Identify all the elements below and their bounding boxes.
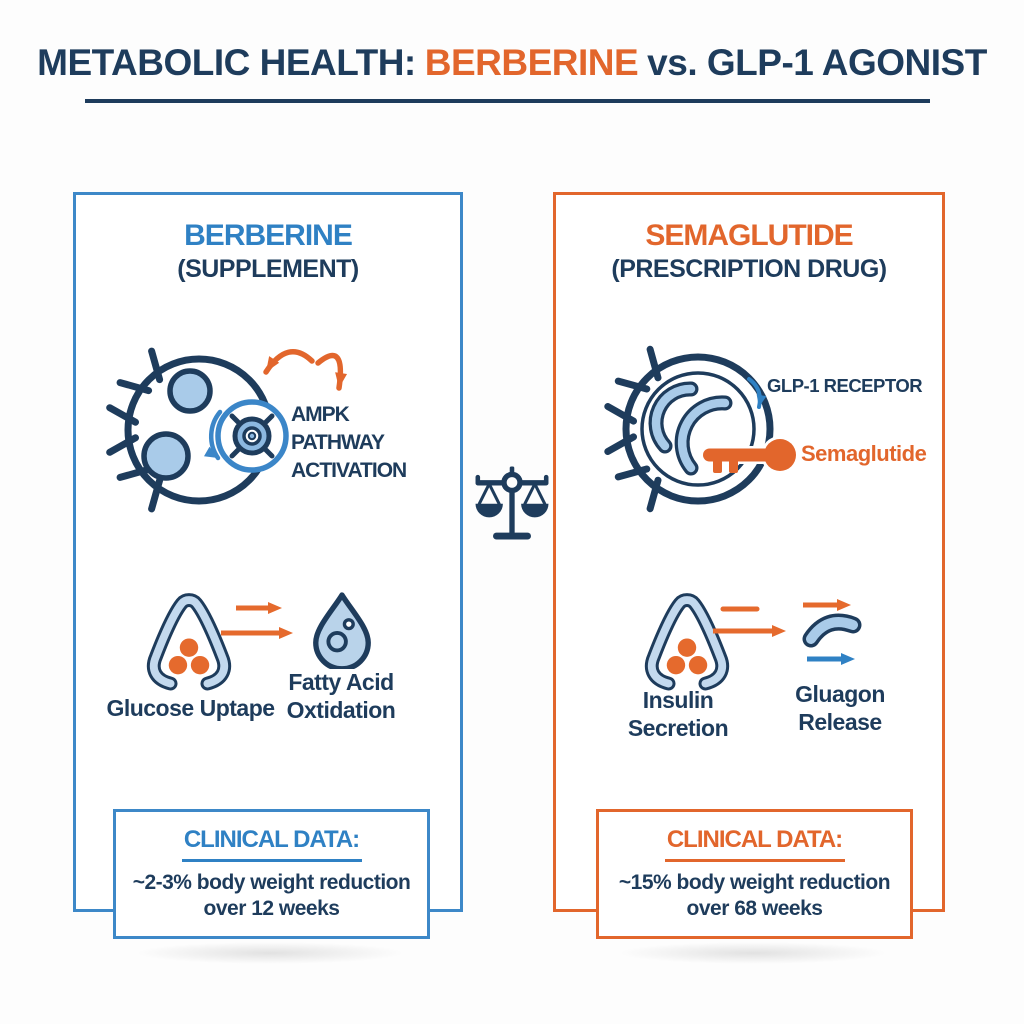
fatty-acid-droplet-icon — [313, 592, 371, 669]
glucose-uptake-label: Glucose Uptape — [106, 695, 275, 721]
berberine-clinical-heading: CLINICAL DATA: — [183, 826, 360, 853]
glp1-receptor-cell-icon — [604, 345, 799, 513]
glucose-uptake-icon — [146, 593, 232, 691]
balance-scale-icon — [475, 466, 549, 540]
semaglutide-panel: SEMAGLUTIDE (PRESCRIPTION DRUG) — [553, 192, 945, 939]
berberine-clinical-line1: ~2-3% body weight reduction — [132, 871, 411, 894]
semaglutide-key-icon — [700, 436, 799, 474]
arrow-right-icon — [713, 606, 786, 637]
berberine-panel: BERBERINE (SUPPLEMENT) — [73, 192, 463, 939]
title-underline — [85, 99, 930, 103]
insulin-secretion-label: Insulin Secretion — [627, 687, 729, 741]
berberine-panel-title: BERBERINE — [184, 219, 353, 252]
title-highlight: BERBERINE — [424, 42, 639, 83]
semaglutide-clinical-box: CLINICAL DATA: ~15% body weight reductio… — [596, 809, 913, 939]
left-box-shadow — [135, 942, 405, 964]
cell-ampk-activation-icon — [106, 347, 348, 513]
semaglutide-clinical-heading: CLINICAL DATA: — [666, 826, 843, 853]
ampk-pathway-label: AMPK PATHWAY ACTIVATION — [291, 403, 407, 482]
semaglutide-clinical-line2: over 68 weeks — [686, 897, 823, 921]
semaglutide-panel-title: SEMAGLUTIDE — [645, 219, 853, 252]
clinical-heading-underline — [664, 859, 845, 862]
fatty-acid-label: Fatty Acid Oxtidation — [286, 669, 396, 723]
glp1-receptor-label: GLP-1 RECEPTOR — [767, 375, 923, 396]
berberine-clinical-line2: over 12 weeks — [203, 897, 340, 921]
semaglutide-clinical-line1: ~15% body weight reduction — [618, 871, 891, 894]
glucagon-bean-icon — [802, 599, 862, 665]
title-part1: METABOLIC HEALTH: — [37, 42, 416, 83]
berberine-panel-subtitle: (SUPPLEMENT) — [177, 255, 359, 283]
glucagon-release-label: Gluagon Release — [795, 681, 885, 735]
insulin-secretion-icon — [644, 593, 730, 691]
right-box-shadow — [618, 942, 888, 964]
clinical-heading-underline — [181, 859, 362, 862]
semaglutide-drug-label: Semaglutide — [801, 441, 927, 466]
semaglutide-panel-subtitle: (PRESCRIPTION DRUG) — [611, 255, 887, 283]
berberine-clinical-box: CLINICAL DATA: ~2-3% body weight reducti… — [113, 809, 430, 939]
activation-arrows-icon — [263, 349, 348, 391]
arrow-right-icon — [221, 602, 293, 639]
title-part2: vs. GLP-1 AGONIST — [647, 42, 987, 83]
